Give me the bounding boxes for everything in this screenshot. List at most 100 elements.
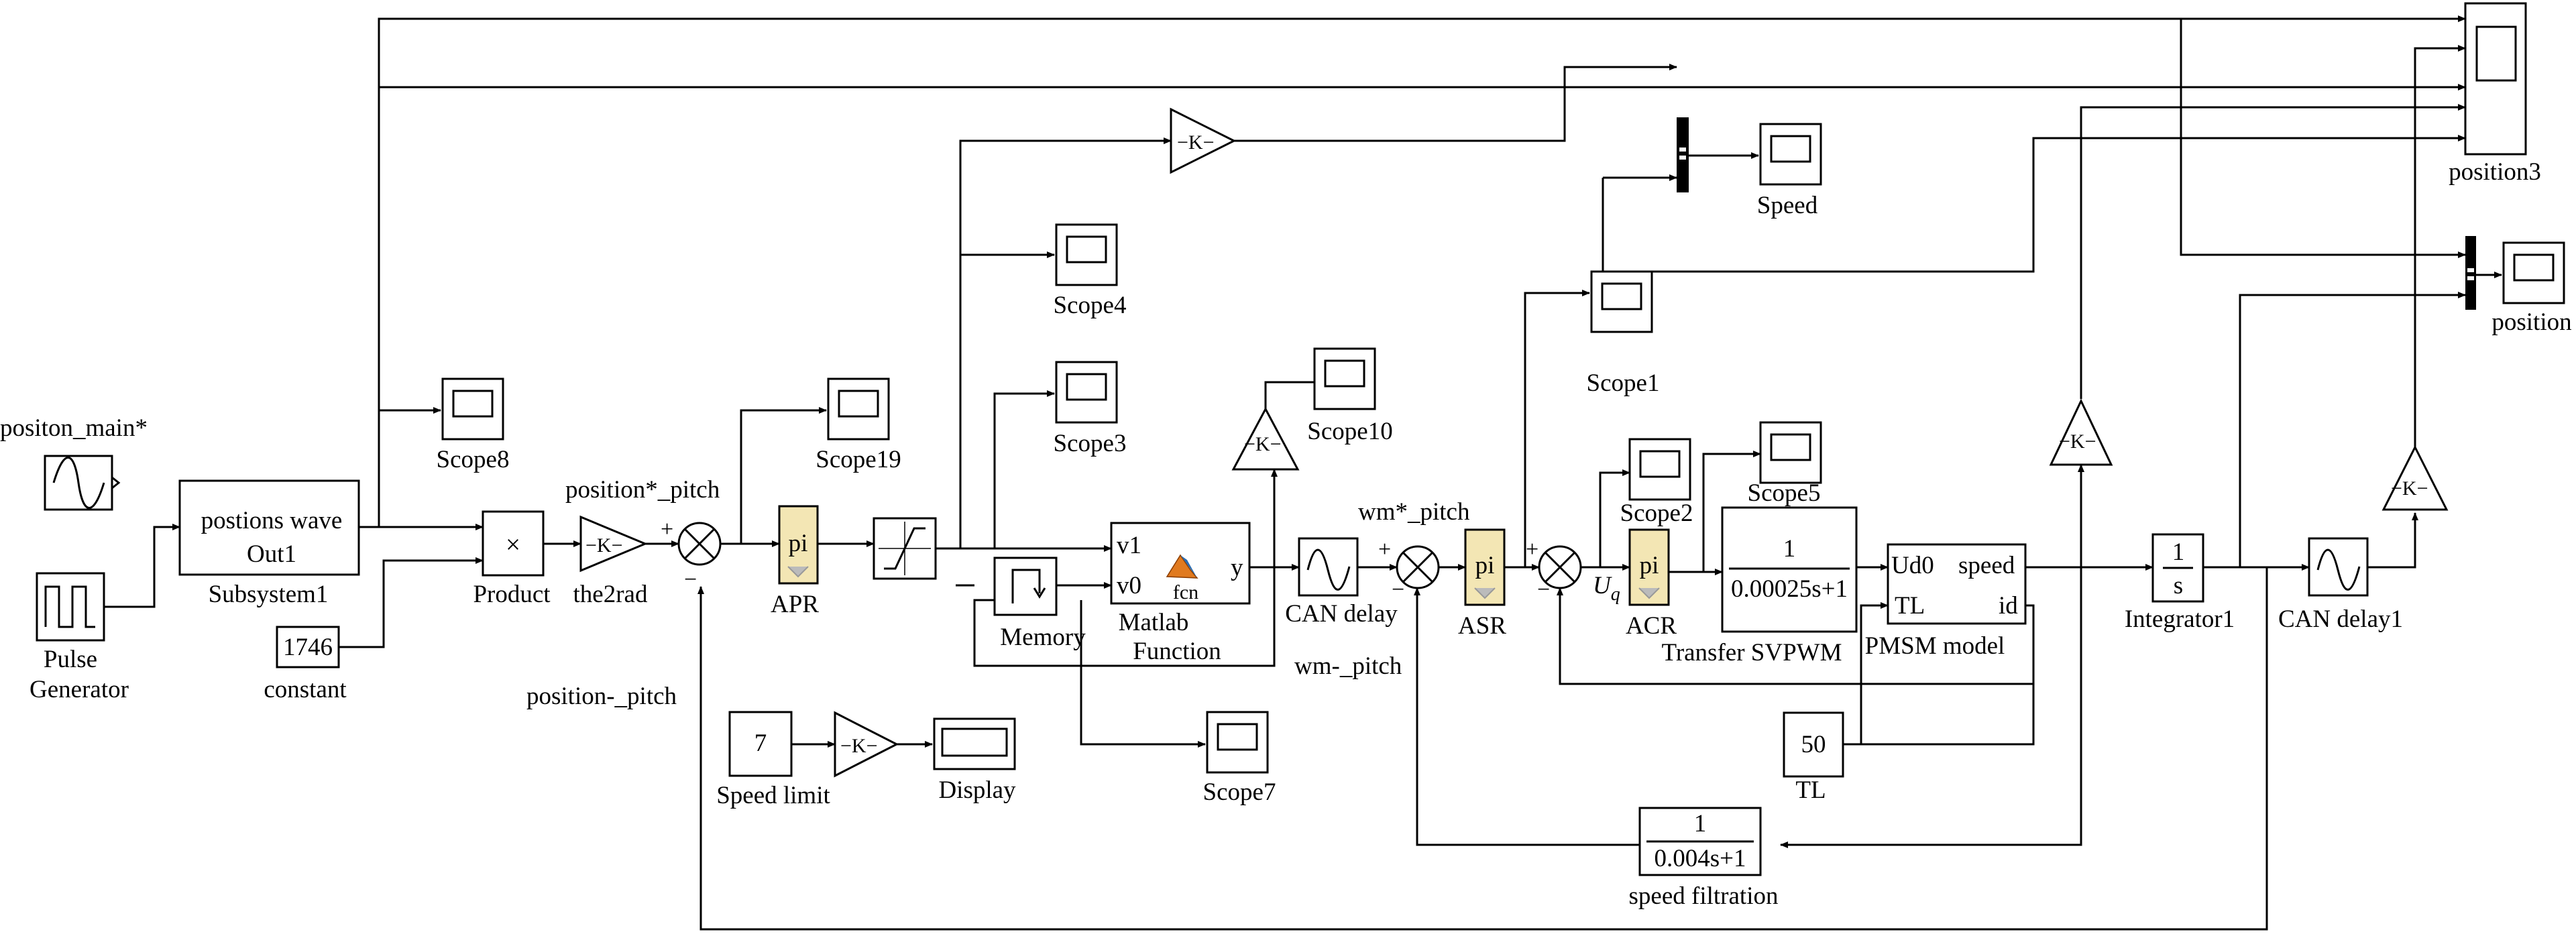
matlab-out: y bbox=[1231, 554, 1243, 581]
scope7-block[interactable] bbox=[1206, 711, 1269, 774]
sum3-block[interactable] bbox=[1538, 545, 1582, 589]
product-block[interactable] bbox=[482, 510, 545, 577]
integrator-name: Integrator1 bbox=[2125, 605, 2235, 633]
speed-limit-block[interactable] bbox=[728, 711, 793, 777]
gain-speed-limit-block[interactable] bbox=[834, 711, 899, 778]
integrator-num: 1 bbox=[2172, 538, 2185, 566]
scope4-block[interactable] bbox=[1055, 223, 1118, 286]
svpwm-num: 1 bbox=[1783, 535, 1796, 563]
the2rad-gain-value: −K− bbox=[585, 534, 623, 557]
matlab-fcn: fcn bbox=[1173, 581, 1198, 603]
pulse-generator-block[interactable] bbox=[36, 572, 105, 642]
position-scope-label: position bbox=[2491, 308, 2571, 336]
scope5-label: Scope5 bbox=[1748, 479, 1821, 507]
sum2-minus: − bbox=[1392, 577, 1404, 602]
pulse-generator-label-1: Pulse bbox=[44, 646, 97, 673]
can-delay1-block[interactable] bbox=[2308, 537, 2369, 597]
scope19-block[interactable] bbox=[827, 377, 890, 441]
scope7-label: Scope7 bbox=[1203, 778, 1276, 806]
scope10-block[interactable] bbox=[1313, 347, 1376, 410]
scope8-label: Scope8 bbox=[437, 446, 510, 473]
scope2-block[interactable] bbox=[1628, 438, 1691, 501]
memory-name: Memory bbox=[1000, 624, 1086, 651]
position-scope-block[interactable] bbox=[2502, 241, 2565, 304]
sum3-plus: + bbox=[1526, 537, 1538, 562]
gain-scope10-block[interactable] bbox=[1231, 406, 1300, 471]
acr-pi-block[interactable] bbox=[1628, 528, 1670, 606]
subsystem-line2: Out1 bbox=[247, 540, 296, 568]
gain-right-value: −K− bbox=[2391, 477, 2428, 500]
acr-name: ACR bbox=[1626, 612, 1677, 640]
the2rad-gain-block[interactable] bbox=[579, 515, 648, 573]
apr-text: pi bbox=[789, 530, 808, 557]
sine-source-block[interactable] bbox=[44, 455, 121, 511]
wm-star-pitch-label: wm*_pitch bbox=[1358, 498, 1470, 526]
gain-right-block[interactable] bbox=[2382, 445, 2449, 511]
position-minus-pitch-label: position-_pitch bbox=[526, 683, 677, 710]
asr-name: ASR bbox=[1458, 612, 1506, 640]
tl-constant-block[interactable] bbox=[1783, 711, 1844, 778]
gain-speed-value: −K− bbox=[2059, 430, 2096, 453]
gain-top-block[interactable] bbox=[1170, 107, 1237, 174]
the2rad-name: the2rad bbox=[573, 581, 648, 608]
pulse-generator-label-2: Generator bbox=[30, 676, 129, 703]
speed-scope-block[interactable] bbox=[1759, 123, 1822, 186]
asr-pi-block[interactable] bbox=[1464, 528, 1506, 606]
subsystem-name: Subsystem1 bbox=[209, 581, 329, 608]
apr-name: APR bbox=[771, 591, 819, 618]
speed-filtration-num: 1 bbox=[1694, 810, 1707, 837]
scope10-label: Scope10 bbox=[1307, 418, 1392, 445]
asr-text: pi bbox=[1475, 552, 1495, 579]
wm-minus-pitch-label: wm-_pitch bbox=[1294, 652, 1402, 680]
pmsm-out1: speed bbox=[1958, 552, 2015, 579]
saturation-block[interactable] bbox=[873, 517, 937, 580]
product-name: Product bbox=[473, 581, 551, 608]
scope1-label: Scope1 bbox=[1587, 369, 1660, 397]
integrator-den: s bbox=[2174, 572, 2183, 599]
gain-speed-block[interactable] bbox=[2049, 398, 2113, 466]
uq-label: Uq bbox=[1593, 572, 1620, 605]
scope1-block[interactable] bbox=[1590, 270, 1653, 333]
matlab-function-block[interactable] bbox=[1110, 522, 1251, 605]
positon-main-label: positon_main* bbox=[0, 414, 148, 442]
subsystem1-block[interactable] bbox=[178, 479, 360, 576]
sum2-plus: + bbox=[1378, 537, 1391, 562]
display-name: Display bbox=[938, 776, 1016, 804]
speed-mux bbox=[1677, 117, 1689, 192]
integrator1-block[interactable] bbox=[2151, 533, 2204, 603]
svpwm-transfer-block[interactable] bbox=[1721, 506, 1858, 633]
scope8-block[interactable] bbox=[441, 377, 504, 441]
gain-speed-limit-value: −K− bbox=[840, 735, 878, 757]
speed-limit-name: Speed limit bbox=[716, 782, 830, 809]
scope2-label: Scope2 bbox=[1620, 500, 1693, 527]
signal-wires bbox=[104, 15, 2502, 931]
speed-scope-label: Speed bbox=[1757, 192, 1818, 219]
scope4-label: Scope4 bbox=[1054, 292, 1127, 319]
position-mux bbox=[2465, 236, 2476, 310]
can-delay-name: CAN delay bbox=[1285, 600, 1398, 628]
pmsm-out2: id bbox=[1999, 592, 2018, 620]
scope5-block[interactable] bbox=[1759, 421, 1822, 484]
pmsm-in2: TL bbox=[1895, 592, 1925, 620]
constant-name: constant bbox=[264, 676, 347, 703]
apr-pi-block[interactable] bbox=[778, 505, 819, 585]
scope3-block[interactable] bbox=[1055, 361, 1118, 424]
position-star-pitch-label: position*_pitch bbox=[565, 476, 720, 504]
can-delay1-name: CAN delay1 bbox=[2278, 605, 2403, 633]
position3-scope-block[interactable] bbox=[2464, 2, 2527, 156]
acr-text: pi bbox=[1640, 552, 1659, 579]
subsystem-line1: postions wave bbox=[201, 507, 343, 534]
sum1-block[interactable] bbox=[677, 522, 722, 566]
matlab-in2: v0 bbox=[1117, 572, 1141, 599]
sum2-block[interactable] bbox=[1396, 545, 1440, 589]
display-block[interactable] bbox=[933, 717, 1016, 770]
gain-scope10-value: −K− bbox=[1244, 433, 1282, 455]
pmsm-model-block[interactable] bbox=[1887, 543, 2027, 625]
position3-label: position3 bbox=[2449, 158, 2541, 186]
memory-block[interactable] bbox=[993, 557, 1058, 616]
speed-filtration-block[interactable] bbox=[1638, 807, 1762, 876]
sum1-plus: + bbox=[661, 517, 673, 542]
can-delay-block[interactable] bbox=[1298, 537, 1359, 597]
constant-block[interactable] bbox=[276, 626, 340, 668]
